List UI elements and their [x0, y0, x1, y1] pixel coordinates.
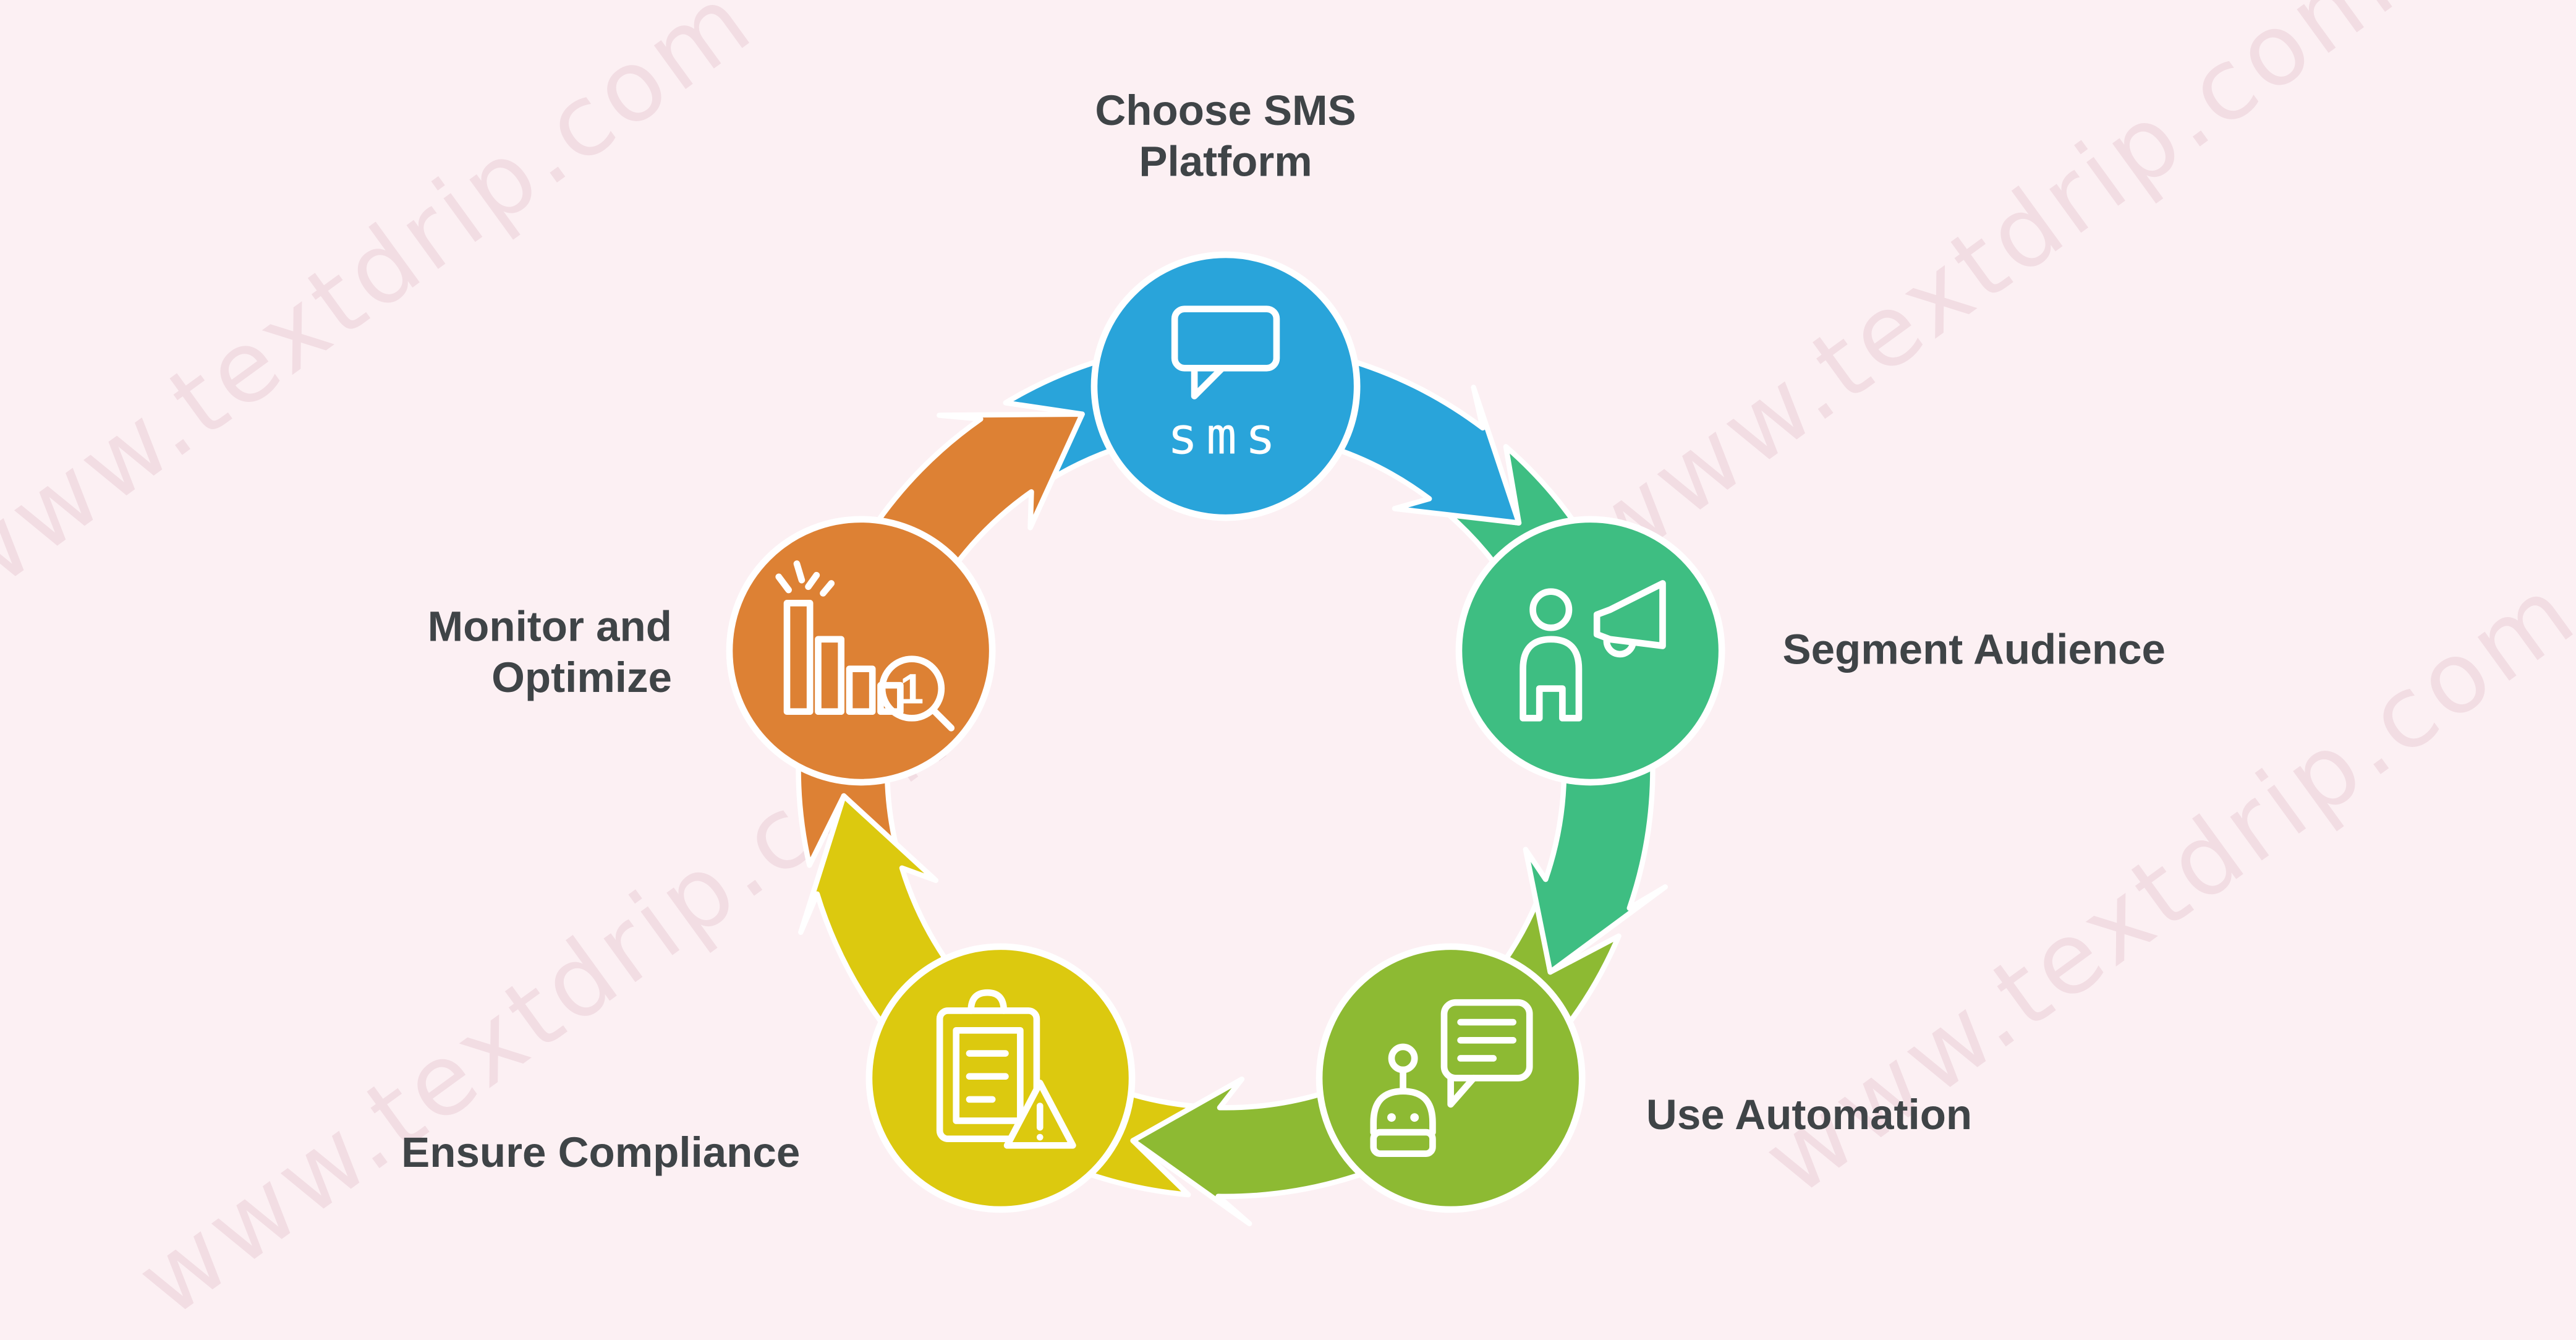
- flow-arrow-from-segment-audience: [1523, 751, 1668, 975]
- person-megaphone-icon: [1520, 580, 1666, 722]
- step-label-ensure-compliance: Ensure Compliance: [401, 1127, 801, 1177]
- flow-arrow-from-use-automation: [1130, 1076, 1375, 1227]
- step-circle-segment-audience: [1455, 516, 1725, 786]
- clipboard-warning-icon: [936, 989, 1076, 1149]
- step-circle-choose-sms-platform: sms: [1090, 251, 1361, 521]
- step-circle: [1455, 516, 1725, 786]
- step-label-use-automation: Use Automation: [1646, 1089, 1973, 1139]
- step-label-segment-audience: Segment Audience: [1782, 624, 2166, 674]
- flow-arrow-from-choose-sms-platform: [1316, 356, 1522, 526]
- bar-chart-search-icon: 1: [775, 560, 955, 732]
- step-circle-use-automation: [1316, 943, 1586, 1213]
- step-circle-monitor-and-optimize: 1: [726, 516, 996, 786]
- search-badge-number: 1: [900, 664, 924, 712]
- step-circle: [726, 516, 996, 786]
- sms-icon-text: sms: [1167, 407, 1284, 466]
- sms-chat-bubble-icon: sms: [1167, 305, 1284, 466]
- step-label-monitor-and-optimize: Monitor and Optimize: [427, 601, 672, 702]
- step-circle: [1090, 251, 1361, 521]
- robot-chat-icon: [1370, 999, 1533, 1157]
- step-label-choose-sms-platform: Choose SMS Platform: [1095, 85, 1356, 186]
- step-circle-ensure-compliance: [865, 943, 1136, 1213]
